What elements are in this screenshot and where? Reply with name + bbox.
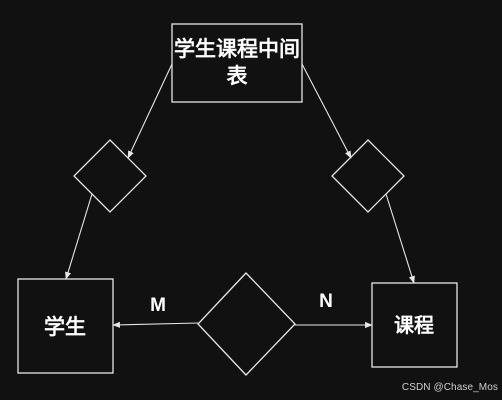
edge-junction-to-left-diamond xyxy=(127,63,173,159)
cardinality-label-m: M xyxy=(150,295,166,316)
edge-right-diamond-to-course xyxy=(385,193,415,284)
student-entity[interactable]: 学生 xyxy=(17,278,114,374)
junction-table-box xyxy=(171,23,303,103)
cardinality-label-n: N xyxy=(319,291,333,312)
relationship-diamond-left[interactable] xyxy=(73,139,147,213)
relationship-diamond-right[interactable] xyxy=(331,139,405,213)
watermark-text: CSDN @Chase_Mos xyxy=(401,382,498,393)
course-label: 课程 xyxy=(394,313,434,337)
junction-table-entity[interactable]: 学生课程中间 表 xyxy=(171,23,303,103)
course-entity[interactable]: 课程 xyxy=(371,282,458,368)
relationship-diamond-center[interactable] xyxy=(197,272,296,376)
student-label: 学生 xyxy=(44,315,86,339)
edge-junction-to-right-diamond xyxy=(301,63,352,159)
edge-center-diamond-to-student xyxy=(112,321,199,328)
edge-left-diamond-to-student xyxy=(65,193,93,280)
junction-table-label-line1: 学生课程中间 xyxy=(174,37,300,61)
junction-table-label-line2: 表 xyxy=(227,64,249,88)
